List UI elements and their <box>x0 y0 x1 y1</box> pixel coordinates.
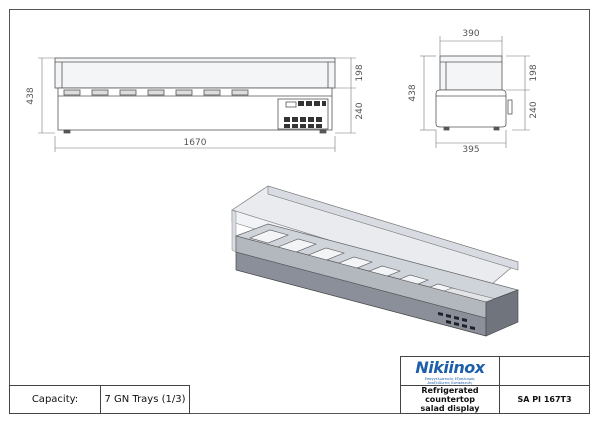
capacity-label: Capacity: <box>9 385 101 414</box>
description-line-3: salad display <box>420 404 480 413</box>
logo-side-box <box>499 356 590 386</box>
company-logo: Nikiinox <box>415 357 485 377</box>
dim-side-depth-bottom: 395 <box>462 145 479 155</box>
capacity-value: 7 GN Trays (1/3) <box>100 385 190 414</box>
dim-side-glass-height: 198 <box>529 64 539 81</box>
description-line-1: Refrigerated <box>421 386 479 395</box>
side-dimensions <box>420 36 530 148</box>
dim-side-base-height: 240 <box>529 101 539 118</box>
drawing-sheet <box>9 9 590 414</box>
logo-tagline-2: Ανοξείδωτες Κατασκευές <box>427 380 473 385</box>
product-description: Refrigerated countertop salad display <box>400 385 500 414</box>
isometric-view <box>231 185 520 337</box>
front-view <box>54 57 336 134</box>
logo-tagline-1: Επαγγελματικός Εξοπλισμός <box>424 376 476 381</box>
side-view <box>435 55 513 131</box>
model-code: SA PI 167T3 <box>499 385 590 414</box>
front-dimensions <box>38 57 356 152</box>
dim-front-length: 1670 <box>184 138 207 148</box>
front-louvres <box>284 101 326 128</box>
front-trays <box>63 89 249 96</box>
description-line-2: countertop <box>425 395 475 404</box>
dim-front-height: 438 <box>26 87 36 104</box>
dim-front-base-height: 240 <box>355 102 365 119</box>
dim-side-height: 438 <box>408 84 418 101</box>
dim-side-depth-top: 390 <box>462 29 479 39</box>
logo-box: Nikiinox Επαγγελματικός Εξοπλισμός Ανοξε… <box>400 356 500 386</box>
iso-control-panel <box>438 312 475 330</box>
dim-front-glass-height: 198 <box>355 64 365 81</box>
